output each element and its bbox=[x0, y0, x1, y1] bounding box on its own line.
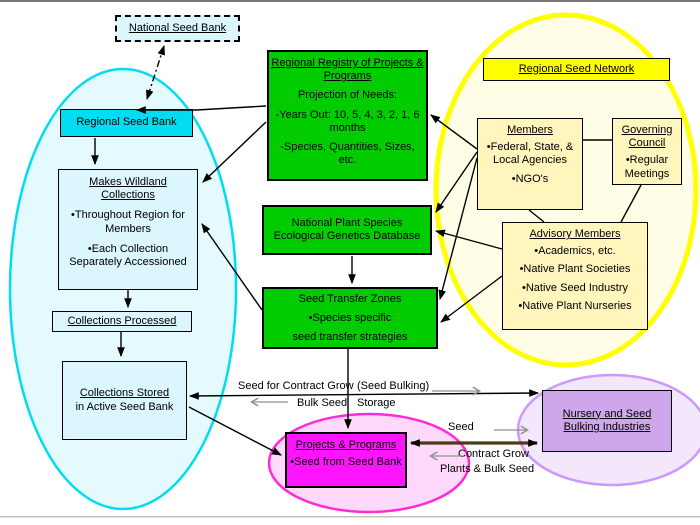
bottom-edge-line bbox=[0, 516, 700, 518]
node-title: Makes Wildland Collections bbox=[89, 176, 167, 202]
node-title: Projects & Programs bbox=[295, 439, 397, 451]
node-bullet: •Throughout Region for Members bbox=[71, 209, 185, 235]
node-subtitle: in Active Seed Bank bbox=[75, 400, 174, 413]
edge-governing-advisory bbox=[620, 184, 642, 223]
node-line: seed transfer strategies bbox=[292, 331, 408, 344]
node-title: Regional Registry of Projects & Programs bbox=[271, 57, 424, 83]
node-collections-stored: Collections Stored in Active Seed Bank bbox=[62, 361, 187, 440]
node-makes-wildland-collections: Makes Wildland Collections •Throughout R… bbox=[58, 169, 198, 290]
edge-label-storage: Storage bbox=[357, 397, 396, 409]
node-national-plant-species-database: National Plant Species Ecological Geneti… bbox=[262, 205, 432, 255]
node-line: •Species specific bbox=[308, 312, 392, 325]
node-collections-processed: Collections Processed bbox=[52, 311, 192, 332]
node-nursery-seed-bulking: Nursery and Seed Bulking Industries bbox=[542, 390, 672, 452]
edge-members-advisory bbox=[528, 209, 545, 223]
node-title: National Plant Species Ecological Geneti… bbox=[273, 216, 421, 242]
node-bullet: •Native Plant Nurseries bbox=[518, 299, 632, 312]
node-regional-seed-network: Regional Seed Network bbox=[483, 58, 670, 81]
edge-stz-wildland bbox=[201, 223, 263, 311]
node-governing-council: Governing Council •Regular Meetings bbox=[612, 118, 682, 185]
edge-label-contract-grow: Contract Grow bbox=[458, 448, 529, 460]
edge-label-seed-for-contract-grow: Seed for Contract Grow bbox=[238, 380, 354, 392]
node-title: Collections Stored bbox=[79, 387, 170, 400]
node-title: Collections Processed bbox=[67, 314, 177, 327]
node-title: Governing Council bbox=[621, 124, 673, 150]
node-title: Nursery and Seed Bulking Industries bbox=[562, 407, 652, 433]
node-title: Regional Seed Bank bbox=[76, 116, 177, 129]
node-bullet: •Academics, etc. bbox=[534, 245, 616, 258]
edge-stored-projects bbox=[188, 406, 282, 456]
top-edge-line bbox=[0, 0, 700, 2]
edge-members-db bbox=[435, 151, 478, 213]
node-national-seed-bank: National Seed Bank bbox=[115, 15, 240, 42]
edge-registry-wildland bbox=[202, 121, 267, 183]
node-regional-seed-bank: Regional Seed Bank bbox=[60, 109, 193, 137]
node-bullet: •NGO's bbox=[511, 172, 549, 185]
edge-label-bulk-seed: Bulk Seed bbox=[297, 397, 348, 409]
node-line: -Years Out: 10, 5, 4, 3, 2, 1, 6 months bbox=[275, 108, 420, 134]
edge-advisory-db bbox=[434, 229, 503, 250]
node-bullet: •Each Collection Separately Accessioned bbox=[69, 242, 187, 268]
edge-label-seed: Seed bbox=[448, 421, 474, 433]
edge-advisory-stz bbox=[440, 275, 503, 323]
node-projects-programs: Projects & Programs •Seed from Seed Bank bbox=[285, 432, 407, 488]
node-title: Members bbox=[507, 124, 553, 136]
node-title: Advisory Members bbox=[529, 228, 621, 240]
node-line: -Species, Quantities, Sizes, etc. bbox=[280, 140, 415, 167]
edge-national-regional-seed-bank bbox=[146, 44, 165, 101]
node-members: Members •Federal, State, & Local Agencie… bbox=[477, 118, 583, 210]
edge-members-registry bbox=[430, 114, 478, 150]
node-bullet: •Native Plant Societies bbox=[519, 263, 631, 276]
node-bullet: •Seed from Seed Bank bbox=[290, 456, 402, 469]
node-bullet: •Federal, State, & Local Agencies bbox=[486, 141, 574, 167]
node-title: Seed Transfer Zones bbox=[298, 293, 402, 305]
node-line: Projection of Needs: bbox=[297, 89, 398, 102]
edge-stored-nursery bbox=[188, 389, 540, 400]
node-advisory-members: Advisory Members •Academics, etc. •Nativ… bbox=[502, 222, 648, 330]
node-title: Regional Seed Network bbox=[518, 62, 635, 75]
edge-label-seed-bulking: (Seed Bulking) bbox=[357, 380, 430, 392]
node-regional-registry: Regional Registry of Projects & Programs… bbox=[267, 50, 428, 181]
node-bullet: •Regular Meetings bbox=[624, 154, 670, 180]
edge-members-stz bbox=[438, 157, 478, 301]
edge-label-plants-and-bulk-seed: Plants & Bulk Seed bbox=[440, 463, 535, 475]
node-bullet: •Native Seed Industry bbox=[522, 281, 628, 294]
node-title: National Seed Bank bbox=[128, 21, 227, 34]
node-seed-transfer-zones: Seed Transfer Zones •Species specific se… bbox=[262, 287, 438, 349]
